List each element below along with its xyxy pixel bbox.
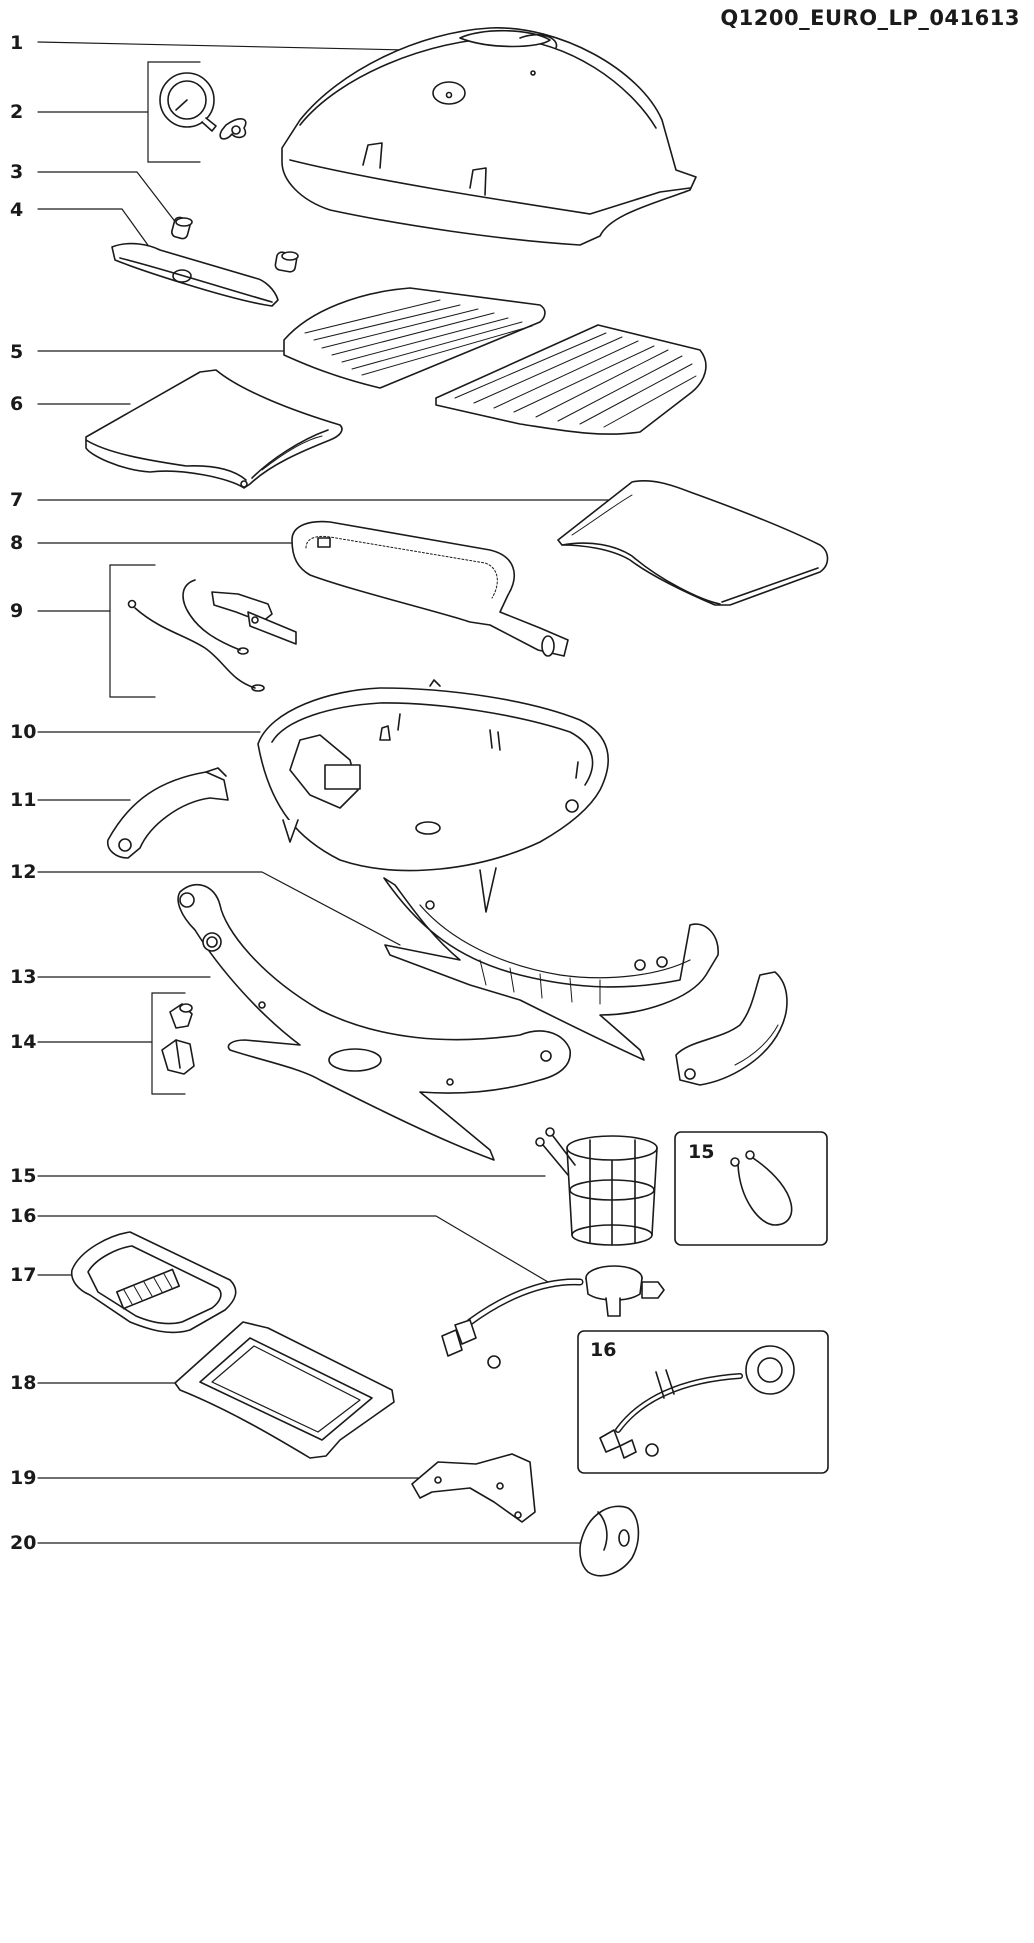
callout-4: 4 xyxy=(10,199,24,221)
callout-12: 12 xyxy=(10,861,37,883)
part-cookbox xyxy=(257,679,609,913)
callout-20: 20 xyxy=(10,1532,37,1554)
callout-14: 14 xyxy=(10,1031,37,1053)
inset-box-16-label: 16 xyxy=(590,1339,616,1361)
part-left-handle xyxy=(106,767,229,859)
inset-box-15 xyxy=(674,1131,828,1246)
part-cooking-grate-left xyxy=(283,287,546,389)
callout-19: 19 xyxy=(10,1467,37,1489)
callout-16: 16 xyxy=(10,1205,37,1227)
part-drip-pan xyxy=(174,1321,395,1459)
part-regulator-hose xyxy=(441,1265,665,1369)
callout-11: 11 xyxy=(10,789,37,811)
part-drip-tray-liner xyxy=(70,1231,237,1334)
callout-6: 6 xyxy=(10,393,24,415)
callout-10: 10 xyxy=(10,721,37,743)
diagram-title: Q1200_EURO_LP_041613 xyxy=(720,6,1020,30)
part-burner xyxy=(291,520,569,657)
callout-18: 18 xyxy=(10,1372,37,1394)
part-igniter-electrode xyxy=(211,591,297,645)
part-bracket xyxy=(411,1453,536,1523)
callout-17: 17 xyxy=(10,1264,37,1286)
part-side-table-left xyxy=(85,369,343,489)
part-igniter-wire xyxy=(127,579,265,692)
callout-2: 2 xyxy=(10,101,24,123)
part-cylinder-holder xyxy=(535,1127,658,1246)
callout-7: 7 xyxy=(10,489,24,511)
part-lid xyxy=(281,27,697,246)
callout-15: 15 xyxy=(10,1165,37,1187)
callout-1: 1 xyxy=(10,32,24,54)
part-frame-caps xyxy=(161,1003,195,1075)
part-cooking-grate-right xyxy=(435,324,707,435)
part-thermometer xyxy=(159,72,247,140)
callout-8: 8 xyxy=(10,532,24,554)
part-control-knob xyxy=(579,1505,640,1577)
inset-box-15-label: 15 xyxy=(688,1141,714,1163)
callout-3: 3 xyxy=(10,161,24,183)
part-side-table-right xyxy=(557,480,829,606)
callout-5: 5 xyxy=(10,341,24,363)
part-frame-rear xyxy=(383,877,719,1061)
leader-lines xyxy=(37,41,631,1544)
inset-box-16 xyxy=(577,1330,829,1474)
part-handle-spacer xyxy=(171,216,299,273)
callout-9: 9 xyxy=(10,600,24,622)
part-frame-front xyxy=(177,883,571,1161)
part-lid-handle xyxy=(111,242,279,307)
part-right-handle xyxy=(675,971,788,1086)
callout-13: 13 xyxy=(10,966,37,988)
